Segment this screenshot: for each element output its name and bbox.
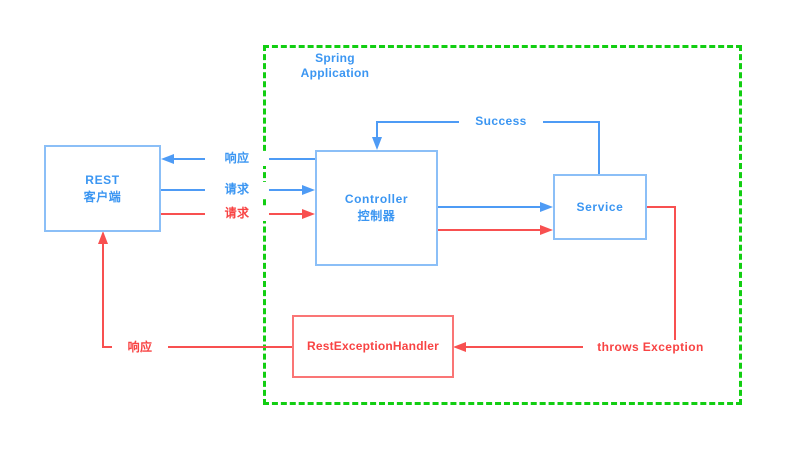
edge-success-line-left	[376, 121, 378, 139]
edge-throws-label: throws Exception	[597, 340, 704, 354]
spring-application-boundary	[263, 45, 742, 405]
node-service: Service	[553, 174, 647, 240]
node-rest-client: REST 客户端	[44, 145, 161, 232]
edge-response-error-line-v	[102, 242, 104, 347]
edge-throws-line-in	[466, 346, 583, 348]
node-rest-client-title: REST	[85, 172, 120, 187]
edge-call-arrowhead	[540, 202, 553, 212]
edge-success-label: Success	[459, 114, 543, 129]
node-service-title: Service	[576, 199, 624, 214]
edge-response-ok-arrowhead	[161, 154, 174, 164]
edge-call-error-line	[438, 229, 542, 231]
edge-request-error-arrowhead	[302, 209, 315, 219]
node-controller-subtitle: 控制器	[357, 209, 396, 223]
node-rest-exception-handler-title: RestExceptionHandler	[306, 339, 440, 353]
edge-success-arrowhead	[372, 137, 382, 150]
edge-throws-line-down	[674, 206, 676, 340]
edge-throws-arrowhead	[453, 342, 466, 352]
edge-request-error-label: 请求	[205, 206, 269, 221]
node-rest-exception-handler: RestExceptionHandler	[292, 315, 454, 378]
edge-response-error-line-h	[102, 346, 292, 348]
edge-success-line-right	[598, 121, 600, 175]
node-controller: Controller 控制器	[315, 150, 438, 266]
edge-call-error-arrowhead	[540, 225, 553, 235]
node-rest-client-subtitle: 客户端	[83, 189, 122, 204]
edge-call-line	[438, 206, 542, 208]
node-controller-title: Controller	[344, 192, 409, 206]
edge-request-ok-arrowhead	[302, 185, 315, 195]
edge-throws-line-out	[646, 206, 676, 208]
edge-response-error-label: 响应	[112, 340, 168, 355]
edge-response-error-arrowhead	[98, 231, 108, 244]
spring-application-label: Spring Application	[300, 51, 370, 80]
edge-response-ok-label: 响应	[205, 151, 269, 166]
edge-request-ok-label: 请求	[205, 182, 269, 197]
